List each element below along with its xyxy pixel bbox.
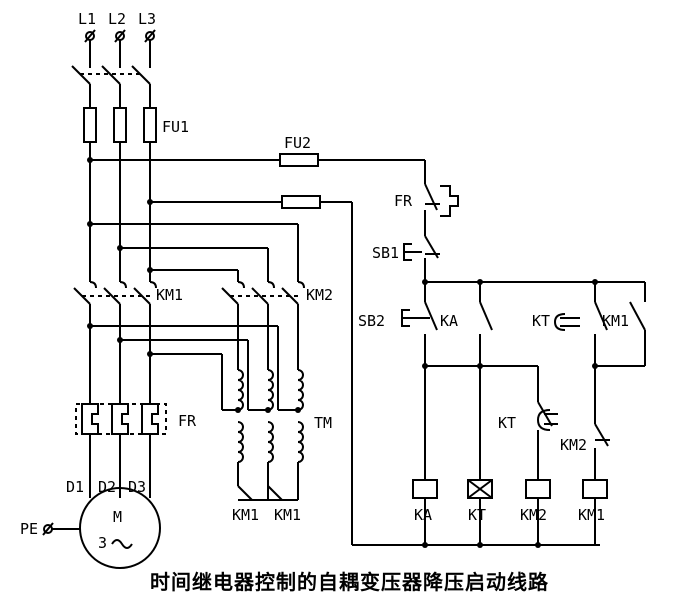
label-km1-contact: KM1	[602, 312, 629, 330]
control-circuit: FR SB1 SB2 KA	[358, 160, 646, 548]
label-km1-main: KM1	[156, 286, 183, 304]
label-l2: L2	[108, 10, 126, 28]
autotransformer-tm: TM	[222, 369, 332, 486]
label-tm: TM	[314, 414, 332, 432]
fuse-fu2	[279, 153, 319, 167]
label-l3: L3	[138, 10, 156, 28]
label-pe: PE	[20, 520, 38, 538]
label-coil-ka: KA	[414, 506, 432, 524]
label-sb1: SB1	[372, 244, 399, 262]
star-contacts-km1: KM1 KM1	[232, 485, 301, 524]
label-kt-delay: KT	[498, 414, 516, 432]
coil-ka	[412, 479, 438, 499]
main-switch	[71, 40, 151, 108]
label-sb2: SB2	[358, 312, 385, 330]
label-km2-contact: KM2	[560, 436, 587, 454]
control-feed: FU2	[87, 134, 600, 546]
label-ka-contact: KA	[440, 312, 458, 330]
label-km1-star-b: KM1	[274, 506, 301, 524]
coil-km1	[582, 479, 608, 499]
label-fr-ctrl: FR	[394, 192, 413, 210]
label-l1: L1	[78, 10, 96, 28]
label-motor-3: 3	[98, 534, 107, 552]
coil-km2	[525, 479, 551, 499]
fuse-fu1: FU1	[83, 107, 189, 143]
label-km2-main: KM2	[306, 286, 333, 304]
km2-main-contacts: KM2	[221, 281, 333, 370]
diagram-caption: 时间继电器控制的自耦变压器降压启动线路	[150, 570, 549, 594]
motor-circle	[79, 487, 161, 569]
label-coil-km2: KM2	[520, 506, 547, 524]
thermal-relay-fr: FR	[75, 403, 197, 498]
tm-taps	[87, 323, 279, 410]
label-motor-m: M	[113, 508, 122, 526]
label-fu2: FU2	[284, 134, 311, 152]
label-coil-kt: KT	[468, 506, 486, 524]
km2-feed	[87, 221, 299, 282]
supply-terminals: L1 L2 L3	[78, 10, 156, 43]
label-fu1: FU1	[162, 118, 189, 136]
label-d3: D3	[128, 478, 146, 496]
km1-main-contacts: KM1	[73, 281, 183, 305]
label-coil-km1: KM1	[578, 506, 605, 524]
label-km1-star-a: KM1	[232, 506, 259, 524]
label-fr-main: FR	[178, 412, 197, 430]
motor: D1 D2 D3 M 3 PE	[20, 478, 161, 569]
label-d1: D1	[66, 478, 84, 496]
label-kt-contact: KT	[532, 312, 550, 330]
ac-symbol	[111, 539, 133, 549]
